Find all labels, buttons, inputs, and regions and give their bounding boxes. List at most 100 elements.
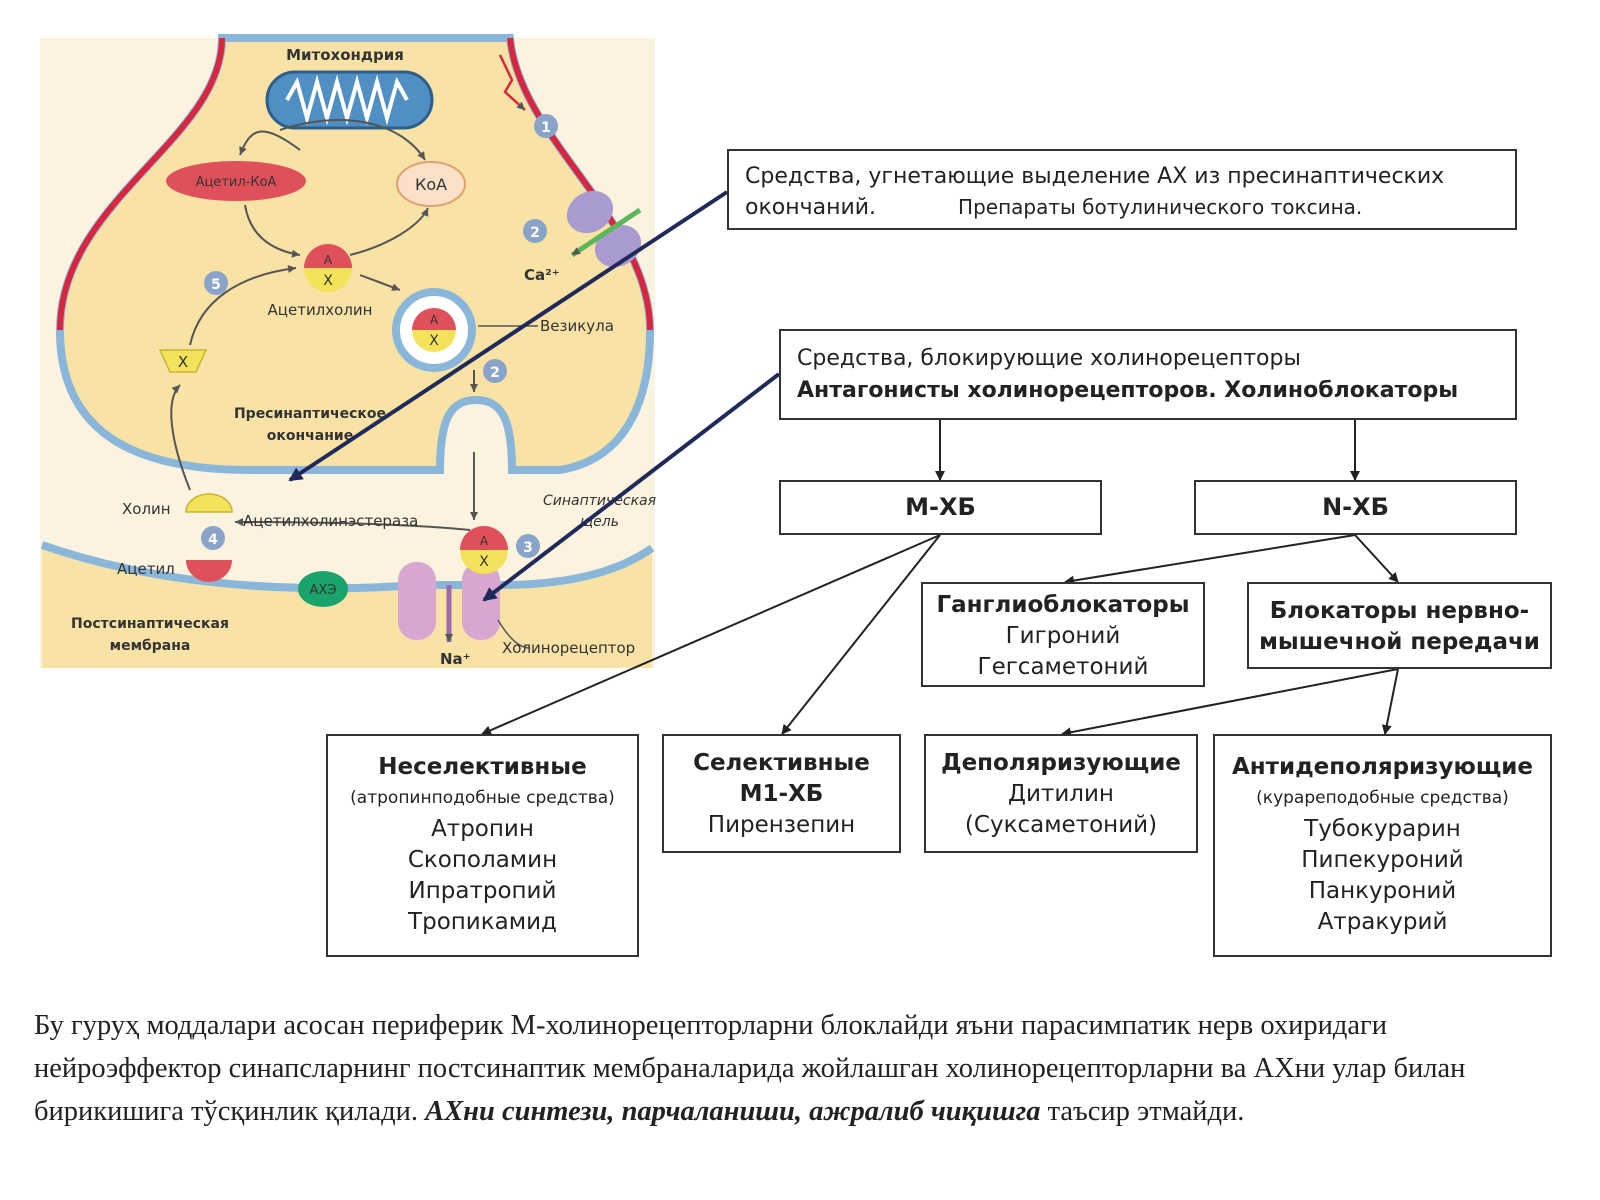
receptor-left	[398, 562, 436, 640]
ache-enzyme-icon	[298, 571, 348, 607]
arrow-choline-reuptake	[170, 384, 191, 491]
step-2-label-b: 2	[490, 365, 500, 381]
paragraph-text-1: Бу гуруҳ моддалари асосан периферик М-хо…	[34, 1010, 1466, 1127]
step-1-marker	[534, 114, 558, 138]
step-markers: 1 2 2 3 4 5	[201, 114, 558, 558]
antidepol-item-4: Атракурий	[1317, 909, 1448, 935]
m-cholinoblockers-box: М-ХБ	[779, 480, 1102, 535]
nonselective-box: Неселективные (атропинподобные средства)…	[326, 734, 639, 957]
vesicle-letter-x: Х	[429, 333, 439, 349]
ach-letter-x: Х	[323, 273, 333, 289]
cholinoreceptor-label: Холинорецептор	[502, 639, 635, 657]
paragraph-emphasis: АХни синтези, парчаланиши, ажралиб чиқиш…	[425, 1096, 1041, 1127]
ache-enzyme-label: Ацетилхолинэстераза	[243, 512, 418, 530]
ganglio-item-2: Гегсаметоний	[977, 654, 1149, 680]
ach-letter-a: А	[324, 253, 333, 267]
calcium-channel-top	[566, 190, 614, 234]
presynaptic-line2: окончаний.	[745, 195, 877, 220]
ganglio-title: Ганглиоблокаторы	[936, 592, 1190, 618]
acetyl-label: Ацетил	[117, 560, 175, 578]
step-2-label-a: 2	[530, 225, 540, 241]
step-2-marker-b	[483, 359, 507, 383]
conn-nxb-ganglio	[1064, 534, 1356, 586]
receptor-right	[462, 562, 500, 640]
sodium-label: Na⁺	[440, 650, 471, 668]
step-1-label: 1	[541, 120, 551, 136]
receptor-bound-ach	[460, 526, 508, 574]
choline-inside-letter: Х	[178, 353, 188, 371]
arrow-mito-coa	[279, 119, 426, 161]
action-potential-icon	[498, 54, 526, 111]
step-3-marker	[516, 534, 540, 558]
cholinoreceptor-blockers-box: Средства, блокирующие холинорецепторы Ан…	[779, 329, 1517, 420]
depolarizing-box: Деполяризующие Дитилин (Суксаметоний)	[924, 734, 1198, 853]
antidepol-item-3: Панкуроний	[1308, 878, 1457, 904]
antidepol-item-1: Тубокурарин	[1304, 816, 1461, 842]
arrow-ach-vesicle	[359, 274, 401, 291]
step-5-marker	[204, 271, 228, 295]
depol-title: Деполяризующие	[941, 750, 1181, 776]
step-5-label: 5	[211, 277, 221, 293]
nonsel-subtitle: (атропинподобные средства)	[350, 788, 615, 808]
presynaptic-line2b: Препараты ботулинического токсина.	[958, 195, 1363, 219]
nonsel-title: Неселективные	[378, 754, 587, 780]
neuromuscular-blockers-box: Блокаторы нервно- мышечной передачи	[1247, 582, 1552, 669]
arrow-mito-acetylcoa	[239, 130, 301, 156]
presynaptic-label-1: Пресинаптическое	[234, 406, 386, 422]
arrow-hydrolysis	[234, 518, 471, 531]
ache-enzyme-short: АХЭ	[310, 583, 337, 598]
blockers-line2: Антагонисты холинорецепторов. Холиноблок…	[797, 378, 1459, 403]
sel-line1: Селективные	[693, 750, 870, 776]
ganglio-item-1: Гигроний	[1005, 623, 1121, 649]
arrow-acetylcoa-ach	[244, 204, 301, 258]
vesicle-label: Везикула	[540, 317, 614, 335]
arrow-choline-synthesis	[189, 265, 297, 346]
calcium-label: Ca²⁺	[524, 266, 560, 284]
vesicle-ach-molecule	[412, 308, 456, 352]
conn-nxb-neuromusc	[1354, 534, 1399, 583]
axon-membrane-right	[507, 37, 653, 331]
step-3-label: 3	[523, 540, 533, 556]
pointer-presynaptic	[288, 190, 729, 482]
presynaptic-line2-wrap: окончаний. Препараты ботулинического токс…	[745, 192, 1499, 223]
axon-membrane-left	[57, 37, 225, 331]
acetylcholine-label: Ацетилхолин	[268, 301, 373, 319]
vesicle-letter-a: А	[430, 313, 439, 327]
conn-mxb-nonsel	[481, 534, 941, 735]
step-2-marker-a	[523, 219, 547, 243]
antidepolarizing-box: Антидеполяризующие (курареподобные средс…	[1213, 734, 1552, 957]
selective-box: Селективные М1-ХБ Пирензепин	[662, 734, 901, 853]
nonsel-item-3: Ипратропий	[408, 878, 557, 904]
antidepol-title: Антидеполяризующие	[1231, 754, 1534, 780]
receptor-letter-x: Х	[479, 554, 489, 570]
conn-neuromusc-antidepol	[1381, 668, 1399, 735]
mitochondria-label: Митохондрия	[286, 46, 404, 64]
acetyl-coa-label: Ацетил-КоА	[196, 175, 277, 190]
step-4-marker	[201, 526, 225, 550]
depol-item-1: Дитилин	[1008, 781, 1114, 807]
neuromusc-line2: мышечной передачи	[1259, 629, 1540, 655]
choline-label: Холин	[122, 500, 171, 518]
antidepol-subtitle: (курареподобные средства)	[1256, 788, 1509, 808]
sel-item: Пирензепин	[707, 812, 856, 838]
choline-molecule-inside	[158, 349, 208, 373]
acetyl-coa-ellipse	[166, 161, 306, 201]
pointer-receptor	[482, 372, 781, 602]
conn-neuromusc-depol	[1061, 668, 1399, 738]
conn-mxb-sel	[781, 534, 941, 735]
depol-item-2: (Суксаметоний)	[964, 812, 1158, 838]
nonsel-item-2: Скополамин	[407, 847, 558, 873]
cleft-label-1: Синаптическая	[543, 493, 656, 509]
neuromusc-line1: Блокаторы нервно-	[1269, 598, 1530, 624]
presynaptic-label-2: окончание	[267, 428, 353, 444]
nonsel-item-1: Атропин	[431, 816, 534, 842]
acetylcholine-molecule	[304, 244, 352, 292]
antidepol-item-2: Пипекуроний	[1301, 847, 1464, 873]
receptor-letter-a: А	[480, 534, 489, 548]
arrow-ach-coa	[349, 207, 429, 256]
ganglioblockers-box: Ганглиоблокаторы Гигроний Гегсаметоний	[921, 582, 1205, 687]
step-4-label: 4	[208, 532, 218, 548]
postsynaptic-membrane-line	[40, 541, 655, 593]
coa-label: КоА	[415, 175, 447, 194]
